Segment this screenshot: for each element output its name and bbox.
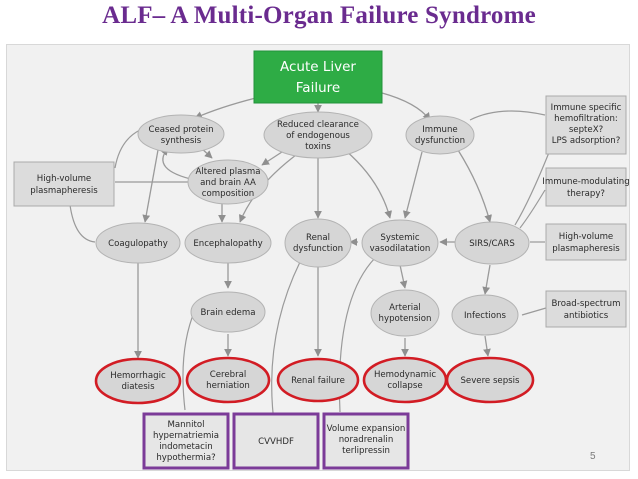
node-hemodynamic: Hemodynamic collapse [362, 356, 448, 404]
node-renalfail: Renal failure [276, 357, 360, 403]
node-hemodynamic-line1: Hemodynamic [374, 370, 436, 380]
line-mannitol-brain [182, 309, 196, 411]
node-altered-line3: composition [202, 189, 254, 199]
line-hvp-left-coag [69, 204, 96, 243]
slide-title: ALF– A Multi-Organ Failure Syndrome [102, 2, 536, 29]
therapy-mannitol-line1: Mannitol [168, 420, 205, 430]
node-altered: Altered plasma and brain AA composition [187, 159, 269, 205]
node-arterial-line2: hypotension [379, 314, 432, 324]
therapy-mannitol-line2: hypernatriemia [153, 431, 219, 441]
node-coag: Coagulopathy [95, 222, 181, 264]
edge-reduced-systemic [344, 149, 392, 219]
therapy-hvp-left-line1: High-volume [37, 174, 91, 184]
node-renal-line2: dysfunction [293, 244, 343, 254]
node-cerebral-line1: Cerebral [210, 370, 247, 380]
node-coag-line1: Coagulopathy [108, 239, 168, 249]
therapy-broad-line2: antibiotics [564, 311, 609, 321]
line-immune-mod-sirs [519, 189, 546, 229]
therapy-mannitol-line3: indometacin [159, 442, 212, 452]
therapy-broad-line1: Broad-spectrum [552, 299, 621, 309]
therapy-mannitol-line4: hypothermia? [156, 453, 215, 463]
line-cvvhdf-renal [271, 261, 301, 431]
node-systemic-line1: Systemic [380, 233, 419, 243]
node-sirs: SIRS/CARS [454, 221, 530, 265]
therapy-volume-line2: noradrenalin [339, 435, 394, 445]
node-altered-line2: and brain AA [200, 178, 256, 188]
therapy-immune-mod-line2: therapy? [567, 189, 605, 199]
node-renalfail-line1: Renal failure [291, 376, 345, 386]
node-infections-line1: Infections [464, 311, 506, 321]
therapy-immune-hemo-line4: LPS adsorption? [552, 136, 621, 146]
node-hemorrhagic: Hemorrhagic diatesis [94, 357, 182, 405]
edge-immune-systemic [402, 151, 423, 219]
node-ceased-line1: Ceased protein [148, 125, 213, 135]
therapy-mannitol: Mannitol hypernatriemia indometacin hypo… [142, 412, 230, 470]
edge-immune-sirs [457, 149, 492, 223]
therapy-immune-hemo-line3: septeX? [569, 125, 603, 135]
therapy-lines [69, 110, 551, 431]
node-root-line2: Failure [296, 80, 340, 96]
page-number: 5 [590, 451, 596, 462]
node-enceph: Encephalopathy [184, 222, 272, 264]
node-systemic: Systemic vasodilatation [361, 219, 439, 267]
therapy-cvvhdf-line1: CVVHDF [258, 437, 294, 447]
edge-infections-sepsis [483, 335, 491, 357]
therapy-broad: Broad-spectrum antibiotics [545, 290, 627, 328]
node-immune-line2: dysfunction [415, 136, 465, 146]
therapy-immune-mod-line1: Immune-modulating [542, 177, 629, 187]
node-root-line1: Acute Liver [280, 59, 356, 75]
edge-systemic-arterial [399, 264, 408, 289]
node-reduced-line2: of endogenous [286, 131, 350, 141]
node-arterial: Arterial hypotension [370, 289, 440, 337]
node-renal: Renal dysfunction [284, 218, 352, 268]
node-sepsis-line1: Severe sepsis [460, 376, 520, 386]
node-arterial-line1: Arterial [389, 303, 421, 313]
node-hemorrhagic-line1: Hemorrhagic [110, 371, 166, 381]
therapy-immune-mod: Immune-modulating therapy? [542, 167, 630, 207]
edge-reduced-altered [261, 149, 286, 166]
node-reduced-line3: toxins [305, 142, 331, 152]
node-reduced-line1: Reduced clearance [277, 120, 359, 130]
node-brain-line1: Brain edema [201, 308, 256, 318]
line-immune-hemo-sirs [514, 149, 551, 226]
node-sepsis: Severe sepsis [445, 356, 535, 404]
node-renal-line1: Renal [306, 233, 330, 243]
therapy-hvp-right-line2: plasmapheresis [552, 244, 620, 254]
node-cerebral: Cerebral herniation [185, 356, 271, 404]
node-root: Acute Liver Failure [253, 50, 383, 104]
therapy-hvp-right: High-volume plasmapheresis [545, 223, 627, 261]
node-hemodynamic-line2: collapse [387, 381, 422, 391]
node-enceph-line1: Encephalopathy [193, 239, 262, 249]
node-brain: Brain edema [190, 291, 266, 333]
therapy-volume-line3: terlipressin [342, 446, 390, 456]
line-broad-infections [521, 307, 547, 316]
node-ceased: Ceased protein synthesis [137, 114, 225, 154]
therapy-immune-hemo-line1: Immune specific [551, 103, 622, 113]
therapy-cvvhdf: CVVHDF [232, 412, 320, 470]
node-systemic-line2: vasodilatation [370, 244, 431, 254]
therapy-immune-hemo-line2: hemofiltration: [554, 114, 618, 124]
edge-sirs-infections [482, 264, 491, 295]
node-infections: Infections [451, 294, 519, 336]
node-immune-line1: Immune [422, 125, 457, 135]
line-immune-hemo-immune [469, 110, 546, 121]
node-altered-line1: Altered plasma [196, 167, 261, 177]
node-hemorrhagic-line2: diatesis [121, 382, 155, 392]
node-ceased-line2: synthesis [161, 136, 202, 146]
therapy-volume: Volume expansion noradrenalin terlipress… [322, 412, 410, 470]
line-hvp-left-ceased [114, 129, 141, 169]
therapy-volume-line1: Volume expansion [327, 424, 406, 434]
therapy-hvp-left: High-volume plasmapheresis [13, 161, 115, 207]
therapy-hvp-left-line2: plasmapheresis [30, 186, 98, 196]
node-cerebral-line2: herniation [206, 381, 250, 391]
therapy-immune-hemo: Immune specific hemofiltration: septeX? … [545, 95, 627, 155]
node-sirs-line1: SIRS/CARS [469, 239, 515, 249]
node-immune: Immune dysfunction [405, 115, 475, 155]
node-reduced: Reduced clearance of endogenous toxins [263, 111, 373, 159]
edge-ceased-coag [142, 149, 159, 223]
therapy-hvp-right-line1: High-volume [559, 232, 613, 242]
